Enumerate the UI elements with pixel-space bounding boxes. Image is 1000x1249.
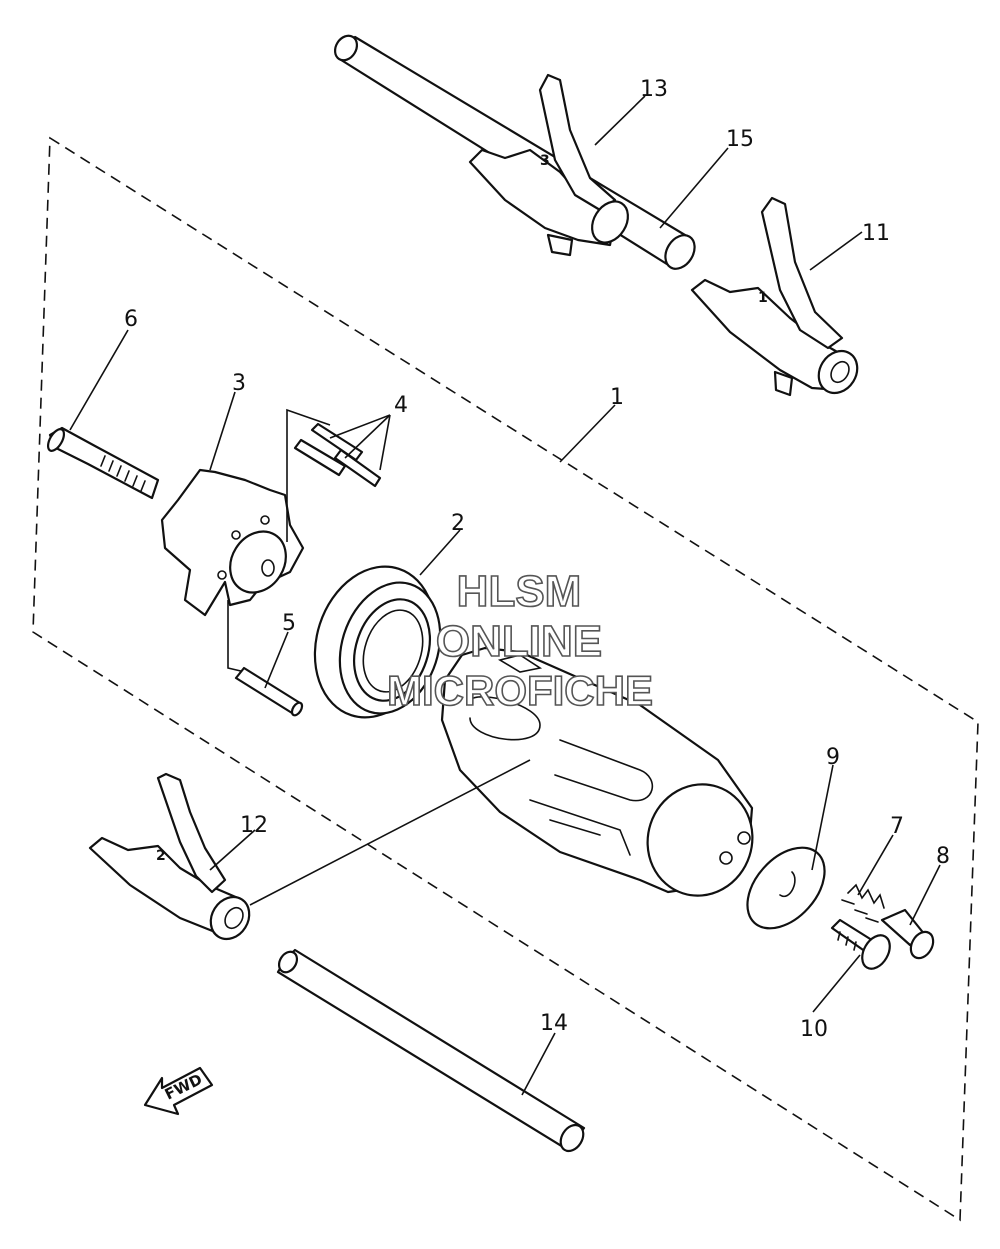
callout-10: 10: [800, 1017, 828, 1042]
watermark-line-1: HLSM: [457, 567, 582, 616]
callout-4: 4: [394, 393, 408, 418]
fork-12-mark: 2: [156, 848, 166, 864]
part-6-bolt: [46, 426, 160, 500]
fork-11-mark: 1: [758, 290, 768, 306]
callout-11: 11: [862, 221, 890, 246]
part-1-shift-drum: [440, 646, 754, 897]
part-9-plate: [746, 846, 826, 930]
part-2-bearing: [313, 565, 442, 719]
part-10-screw: [830, 918, 891, 970]
callout-15: 15: [726, 127, 754, 152]
part-8-stopper: [880, 908, 935, 960]
callout-6: 6: [124, 307, 138, 332]
part-7-spring: [841, 883, 885, 923]
callout-5: 5: [282, 611, 296, 636]
watermark: HLSM ONLINE MICROFICHE: [386, 566, 654, 715]
part-14-shaft: [276, 948, 586, 1153]
callout-3: 3: [232, 371, 246, 396]
callout-14: 14: [540, 1011, 568, 1036]
callout-1: 1: [610, 385, 624, 410]
callout-12: 12: [240, 813, 268, 838]
part-13-shift-fork: 3: [468, 73, 629, 257]
pin-guide-upper: [286, 408, 331, 542]
pin-guide-lower: [227, 600, 246, 673]
assembly-boundary: [32, 136, 979, 1222]
part-3-segment: [160, 468, 305, 617]
callout-labels: 1 2 3 4 5 6 7 8 9 10 11 12 13 14 15: [124, 77, 950, 1042]
fwd-arrow-icon: FWD: [143, 1066, 214, 1116]
part-12-shift-fork: 2: [88, 772, 251, 941]
watermark-line-3: MICROFICHE: [387, 667, 653, 714]
callout-leaders: [69, 95, 941, 1096]
callout-2: 2: [451, 511, 465, 536]
watermark-line-2: ONLINE: [436, 617, 602, 666]
callout-8: 8: [936, 844, 950, 869]
part-15-shaft: [333, 34, 696, 270]
callout-13: 13: [640, 77, 668, 102]
callout-9: 9: [826, 745, 840, 770]
part-4-pins: [293, 422, 382, 488]
fork-13-mark: 3: [540, 153, 550, 169]
callout-7: 7: [890, 814, 904, 839]
part-11-shift-fork: 1: [690, 196, 859, 397]
part-5-pin: [234, 666, 304, 717]
